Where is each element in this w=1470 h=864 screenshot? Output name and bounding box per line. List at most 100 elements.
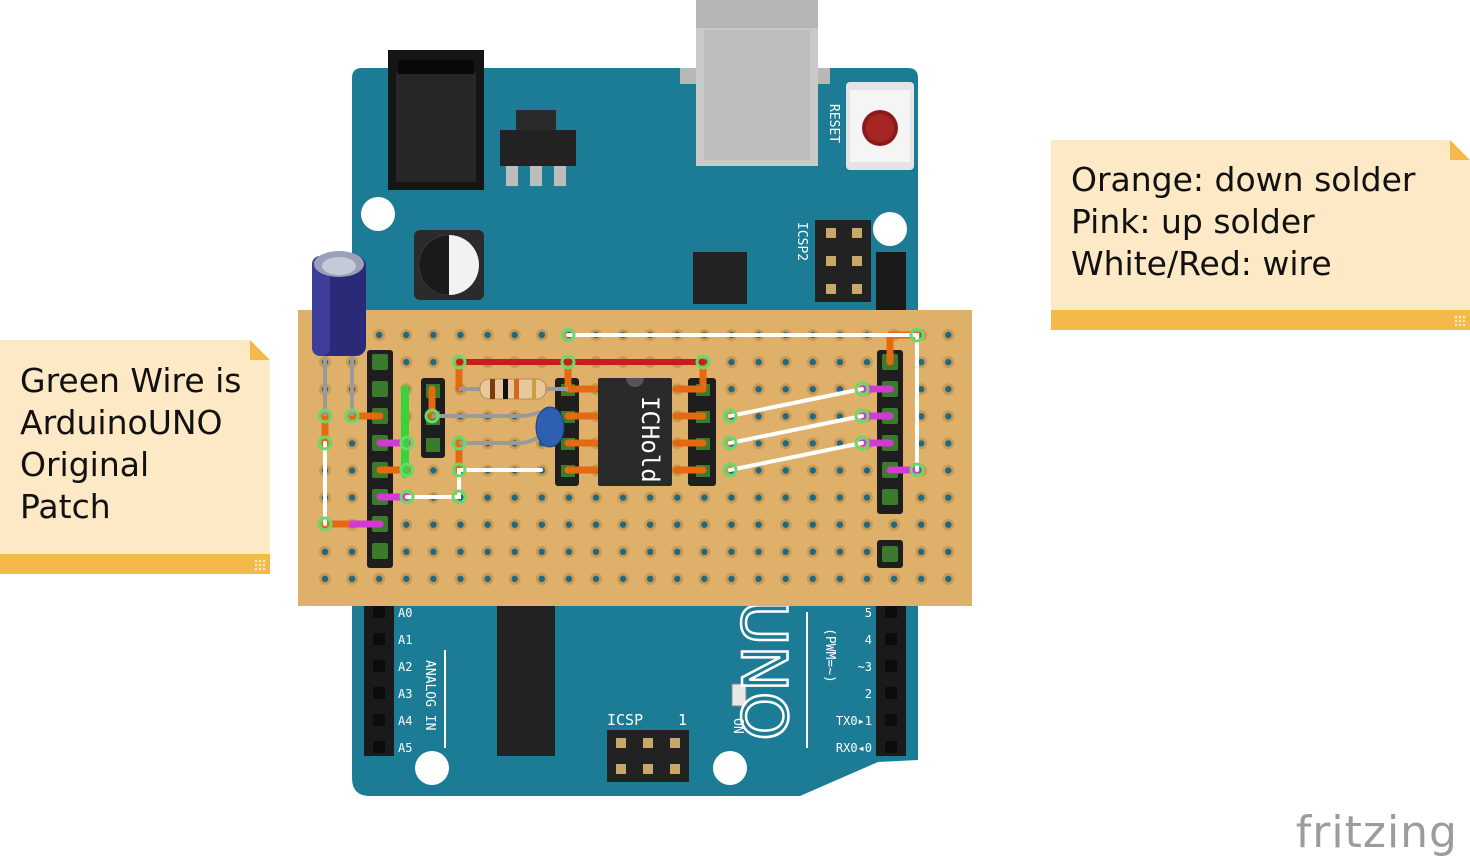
note-left-line: Original	[20, 445, 150, 484]
solder-pads	[317, 327, 925, 532]
resistor	[459, 378, 568, 400]
header-pin	[426, 438, 440, 452]
board-capacitor	[414, 230, 484, 300]
icsp2-header	[815, 220, 871, 302]
analog-pin	[373, 687, 385, 699]
digital-pin	[885, 714, 897, 726]
digital-header-top	[876, 252, 906, 310]
white-wires	[323, 333, 919, 526]
digital-pin-label: 4	[865, 633, 872, 647]
on-led	[731, 683, 747, 707]
header-pin	[372, 354, 388, 370]
atmega-chip	[497, 600, 555, 756]
note-right-line: White/Red: wire	[1071, 244, 1332, 283]
electrolytic-capacitor	[312, 251, 366, 416]
digital-pin-label: 5	[865, 606, 872, 620]
analog-pin-label: A4	[398, 714, 412, 728]
uno-logo: UNO	[727, 600, 800, 741]
analog-pin	[373, 633, 385, 645]
analog-in-label: ANALOG IN	[422, 660, 437, 730]
pad-ring	[399, 435, 415, 451]
digital-header	[876, 600, 906, 756]
pwm-label: (PWM=~)	[822, 628, 837, 683]
icsp-label: ICSP	[607, 711, 643, 729]
analog-pin-label: A1	[398, 633, 412, 647]
note-left-line: ArduinoUNO	[20, 403, 223, 442]
ceramic-capacitor	[432, 406, 565, 448]
reset-button[interactable]	[846, 82, 914, 170]
pad-ring	[424, 408, 440, 424]
pad-ring	[344, 408, 360, 424]
pad-ring	[722, 462, 738, 478]
mounting-hole	[415, 751, 449, 785]
digital-pin-squares	[885, 606, 897, 753]
analog-pin-label: A3	[398, 687, 412, 701]
header-chip-left	[555, 378, 579, 486]
pad-ring	[451, 354, 467, 370]
icsp2-label: ICSP2	[794, 222, 809, 261]
note-right-text: Orange: down solder Pink: up solder Whit…	[1071, 159, 1415, 285]
fritzing-logo: fritzing	[1295, 807, 1458, 858]
pad-ring	[695, 354, 711, 370]
note-right-line: Orange: down solder	[1071, 160, 1416, 199]
pad-ring	[854, 381, 870, 397]
digital-pin-label: 2	[865, 687, 872, 701]
pad-ring	[560, 327, 576, 343]
note-right-line: Pink: up solder	[1071, 202, 1315, 241]
pad-ring	[909, 327, 925, 343]
analog-pin-label: A0	[398, 606, 412, 620]
note-left-line: Green Wire is	[20, 361, 242, 400]
pad-ring	[909, 462, 925, 478]
digital-pin	[885, 633, 897, 645]
reset-label: RESET	[826, 104, 841, 143]
header-left	[367, 350, 393, 568]
digital-pin-label: RX0◂0	[836, 741, 872, 755]
power-jack	[388, 50, 484, 190]
icsp-pin1-label: 1	[678, 711, 687, 729]
digital-pin	[885, 606, 897, 618]
mounting-hole	[713, 751, 747, 785]
note-right: Orange: down solder Pink: up solder Whit…	[1051, 140, 1470, 330]
icsp-header	[607, 730, 689, 782]
analog-header	[364, 600, 394, 756]
pad-ring	[317, 516, 333, 532]
note-left: Green Wire is ArduinoUNO Original Patch	[0, 340, 270, 574]
pad-ring	[854, 408, 870, 424]
digital-pin	[885, 687, 897, 699]
analog-pin-label: A5	[398, 741, 412, 755]
usb-chip	[693, 252, 747, 304]
pad-ring	[451, 435, 467, 451]
pad-ring	[722, 408, 738, 424]
mounting-hole	[873, 212, 907, 246]
pad-ring	[451, 489, 467, 505]
usb-connector	[680, 0, 830, 166]
header-pin	[372, 381, 388, 397]
voltage-regulator	[500, 110, 576, 186]
pad-ring	[560, 354, 576, 370]
header-chip-right	[688, 378, 716, 486]
pad-ring	[317, 408, 333, 424]
analog-pin-label: A2	[398, 660, 412, 674]
header-pin	[882, 546, 898, 562]
analog-pin	[373, 660, 385, 672]
pad-ring	[399, 462, 415, 478]
pad-ring	[854, 435, 870, 451]
note-left-text: Green Wire is ArduinoUNO Original Patch	[20, 360, 242, 528]
header-pin	[372, 543, 388, 559]
digital-pin-label: TX0▸1	[836, 714, 872, 728]
pad-ring	[451, 462, 467, 478]
analog-pin-squares	[373, 606, 385, 753]
digital-pin-label: ~3	[858, 660, 872, 674]
ic-chip: ICHold	[598, 378, 672, 486]
mounting-hole	[361, 197, 395, 231]
ic-chip-label: ICHold	[636, 396, 664, 483]
analog-pin	[373, 606, 385, 618]
analog-pin	[373, 741, 385, 753]
pad-ring	[399, 489, 415, 505]
analog-pin	[373, 714, 385, 726]
note-left-line: Patch	[20, 487, 111, 526]
header-pin	[882, 489, 898, 505]
digital-pin	[885, 660, 897, 672]
